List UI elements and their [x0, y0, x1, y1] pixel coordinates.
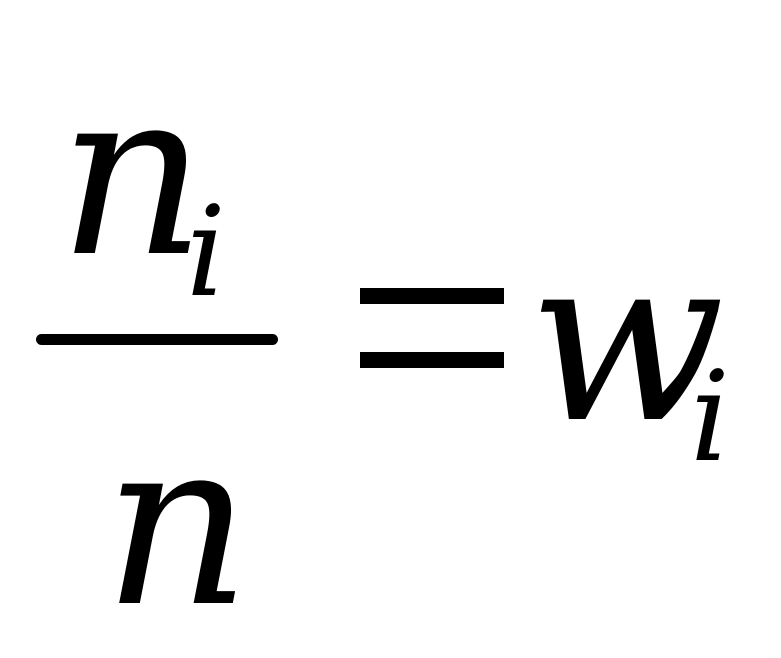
fraction-bar — [36, 334, 278, 345]
numerator-subscript: i — [186, 180, 226, 325]
numerator-variable: n — [58, 41, 207, 308]
formula: n i n w i — [36, 41, 730, 658]
rhs-variable: w — [528, 207, 725, 474]
rhs-subscript: i — [690, 345, 730, 490]
equals-sign — [360, 288, 504, 368]
denominator-variable: n — [103, 391, 252, 658]
